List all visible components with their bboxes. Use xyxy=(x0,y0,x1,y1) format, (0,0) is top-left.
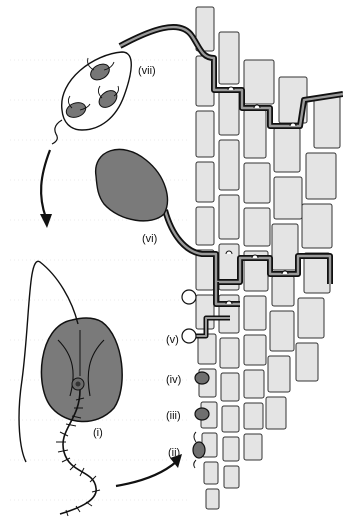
zoospore-iii xyxy=(195,408,209,420)
label-stage-i: (i) xyxy=(93,427,103,439)
label-stage-ii: (ii) xyxy=(168,447,180,459)
arrow-vii-to-i xyxy=(41,150,50,218)
arrow-vii-to-i-head xyxy=(40,214,52,228)
sporangium-vii xyxy=(52,52,131,144)
cyst-circle-v xyxy=(182,329,196,343)
label-stage-iii: (iii) xyxy=(166,410,181,422)
zoospore-i xyxy=(19,261,122,516)
label-stage-v: (v) xyxy=(166,334,179,346)
label-stage-iv: (iv) xyxy=(166,374,181,386)
zoospore-iv xyxy=(195,372,209,384)
label-stage-vii: (vii) xyxy=(138,65,156,77)
zoospore-ii xyxy=(193,442,205,458)
arrow-i-to-ii xyxy=(116,462,176,486)
label-stage-vi: (vi) xyxy=(142,233,157,245)
cyst-circle-upper xyxy=(182,290,196,304)
sporangium-vi xyxy=(96,149,168,220)
